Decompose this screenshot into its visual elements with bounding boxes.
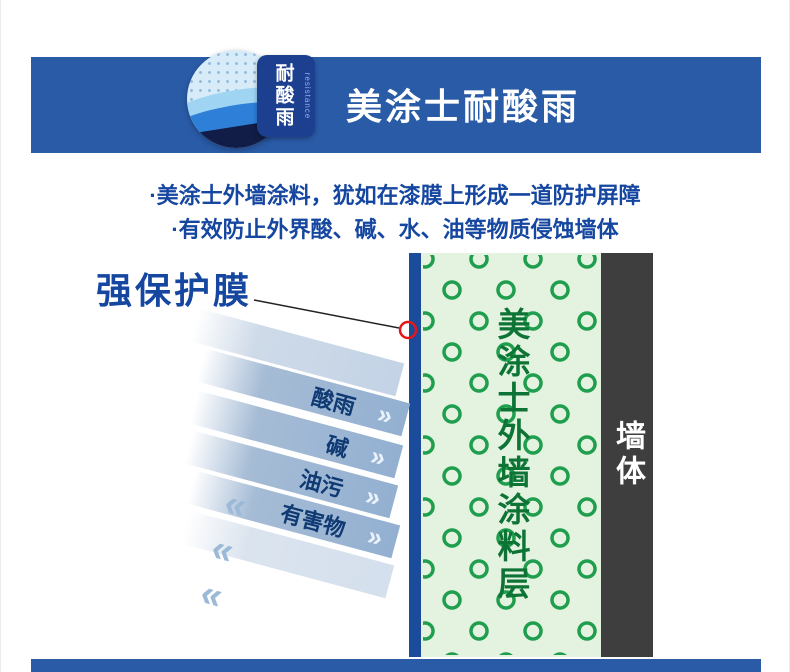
coating-panel: 美涂士外墙涂料层 [421, 253, 601, 657]
wall-panel: 墙体 [601, 253, 653, 657]
chevrons-left-icon: « [195, 571, 228, 619]
page-title: 美涂士耐酸雨 [346, 86, 581, 127]
chevrons-right-icon: » [364, 520, 387, 553]
chevrons-right-icon: » [374, 398, 397, 431]
resistance-badge: 耐酸雨 resistance [257, 55, 315, 137]
header-bar [31, 57, 761, 153]
bubbles-pattern [423, 255, 599, 655]
chevrons-right-icon: » [367, 440, 390, 473]
chevrons-right-icon: » [362, 480, 385, 513]
badge-side-label: resistance [303, 72, 312, 120]
intro-line-1: ·美涂士外墙涂料，犹如在漆膜上形成一道防护屏障 [149, 183, 641, 208]
intro-text: ·美涂士外墙涂料，犹如在漆膜上形成一道防护屏障 ·有效防止外界酸、碱、水、油等物… [1, 179, 789, 247]
band-acid-rain-label: 酸雨 [308, 384, 358, 420]
strong-protective-film-label: 强保护膜 [96, 270, 253, 311]
band-alkali-label: 碱 [323, 431, 351, 462]
wall-label: 墙体 [611, 420, 644, 490]
badge-label: 耐酸雨 [272, 63, 294, 129]
intro-line-2: ·有效防止外界酸、碱、水、油等物质侵蚀墙体 [171, 217, 619, 242]
bottom-divider-bar [31, 659, 761, 672]
coating-layer-label: 美涂士外墙涂料层 [493, 307, 530, 603]
pointer-line [253, 299, 400, 329]
band-oil-stain-label: 油污 [296, 466, 346, 502]
protective-film-strip [409, 253, 421, 657]
